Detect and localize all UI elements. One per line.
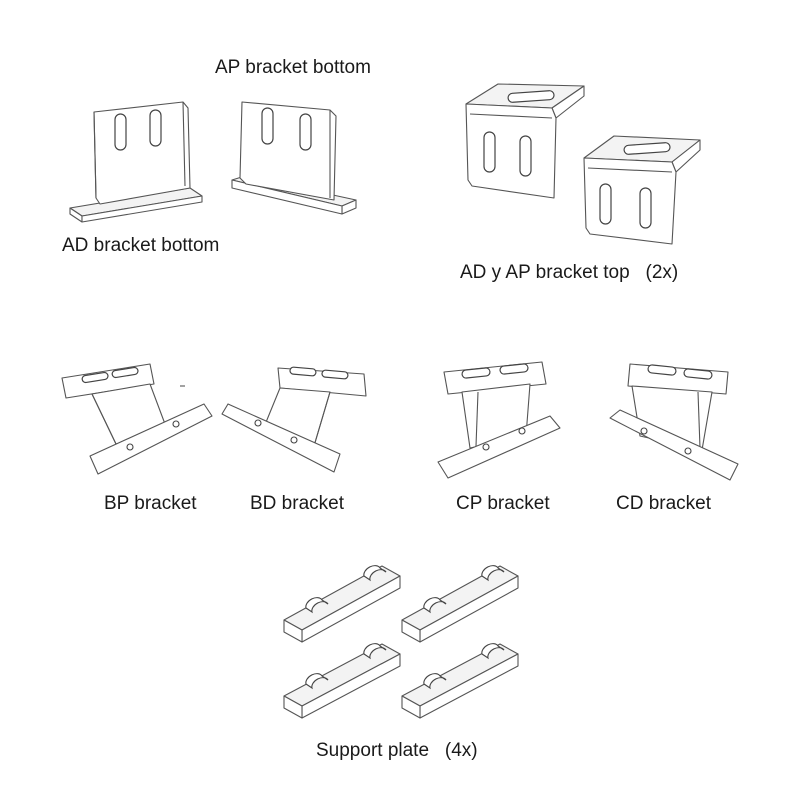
support-plate-drawing-2: [401, 565, 519, 643]
support-plate-drawing-4: [401, 643, 519, 719]
bracket-top-label: AD y AP bracket top (2x): [460, 262, 679, 283]
cd-bracket-drawing: [609, 363, 739, 481]
bd-bracket-drawing: [221, 366, 367, 473]
support-plate-label: Support plate (4x): [316, 740, 478, 761]
bp-bracket-drawing: [61, 363, 213, 475]
ad-bracket-bottom-drawing: [69, 101, 203, 223]
support-plate-drawing-1: [283, 565, 401, 643]
support-plate-drawing-3: [283, 643, 401, 719]
bracket-top-drawing-1: [465, 83, 585, 199]
ap-bracket-bottom-label: AP bracket bottom: [215, 57, 371, 78]
cp-bracket-label: CP bracket: [456, 493, 550, 514]
cp-bracket-drawing: [437, 361, 561, 479]
bd-bracket-label: BD bracket: [250, 493, 344, 514]
cd-bracket-label: CD bracket: [616, 493, 712, 514]
bp-bracket-label: BP bracket: [104, 493, 197, 514]
ad-bracket-bottom-label: AD bracket bottom: [62, 235, 220, 256]
bracket-top-drawing-2: [583, 135, 701, 245]
ap-bracket-bottom-drawing: [231, 101, 357, 215]
